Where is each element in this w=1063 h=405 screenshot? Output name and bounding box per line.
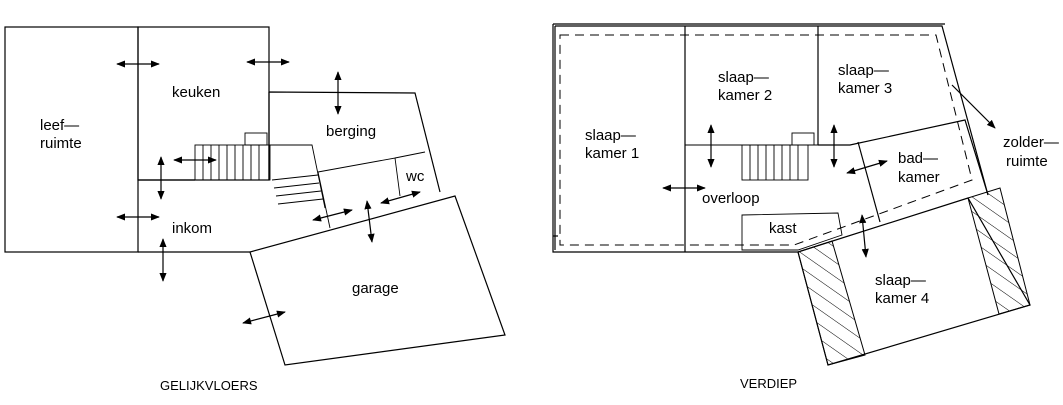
stairs-upper [685, 132, 818, 181]
door-arrows-upper [662, 84, 996, 258]
label-keuken: keuken [172, 84, 220, 101]
room-garage [249, 195, 506, 366]
room-inkom [138, 179, 250, 253]
room-kast [741, 212, 843, 251]
label-overloop: overloop [702, 190, 760, 207]
upper-outer-wall [553, 23, 989, 196]
chimney-left [797, 240, 866, 366]
label-slaapkamer3: slaap— kamer 3 [838, 62, 893, 97]
room-keuken [137, 26, 270, 181]
roof-outline [559, 34, 973, 246]
label-zolderruimte: zolder— ruimte [1003, 134, 1063, 170]
label-inkom: inkom [172, 220, 212, 237]
label-garage: garage [352, 280, 399, 297]
label-slaapkamer1: slaap— kamer 1 [585, 127, 640, 162]
door-arrows-ground [116, 58, 421, 325]
chimney-right [967, 187, 1031, 315]
label-slaapkamer4: slaap— kamer 4 [875, 272, 930, 307]
label-kast: kast [769, 220, 797, 237]
ground-floor-plan: leef— ruimte keuken berging wc inkom gar… [4, 26, 506, 393]
upper-floor-plan: slaap— kamer 1 slaap— kamer 2 slaap— kam… [552, 23, 1063, 391]
label-leefruimte: leef— ruimte [40, 117, 83, 152]
stairs-ground [194, 132, 326, 209]
label-badkamer: bad— kamer [898, 150, 942, 186]
label-berging: berging [326, 123, 376, 140]
caption-verdiep: VERDIEP [740, 376, 797, 391]
caption-gelijkvloers: GELIJKVLOERS [160, 378, 258, 393]
label-wc: wc [405, 168, 425, 185]
label-slaapkamer2: slaap— kamer 2 [718, 69, 773, 104]
room-berging [268, 91, 441, 193]
